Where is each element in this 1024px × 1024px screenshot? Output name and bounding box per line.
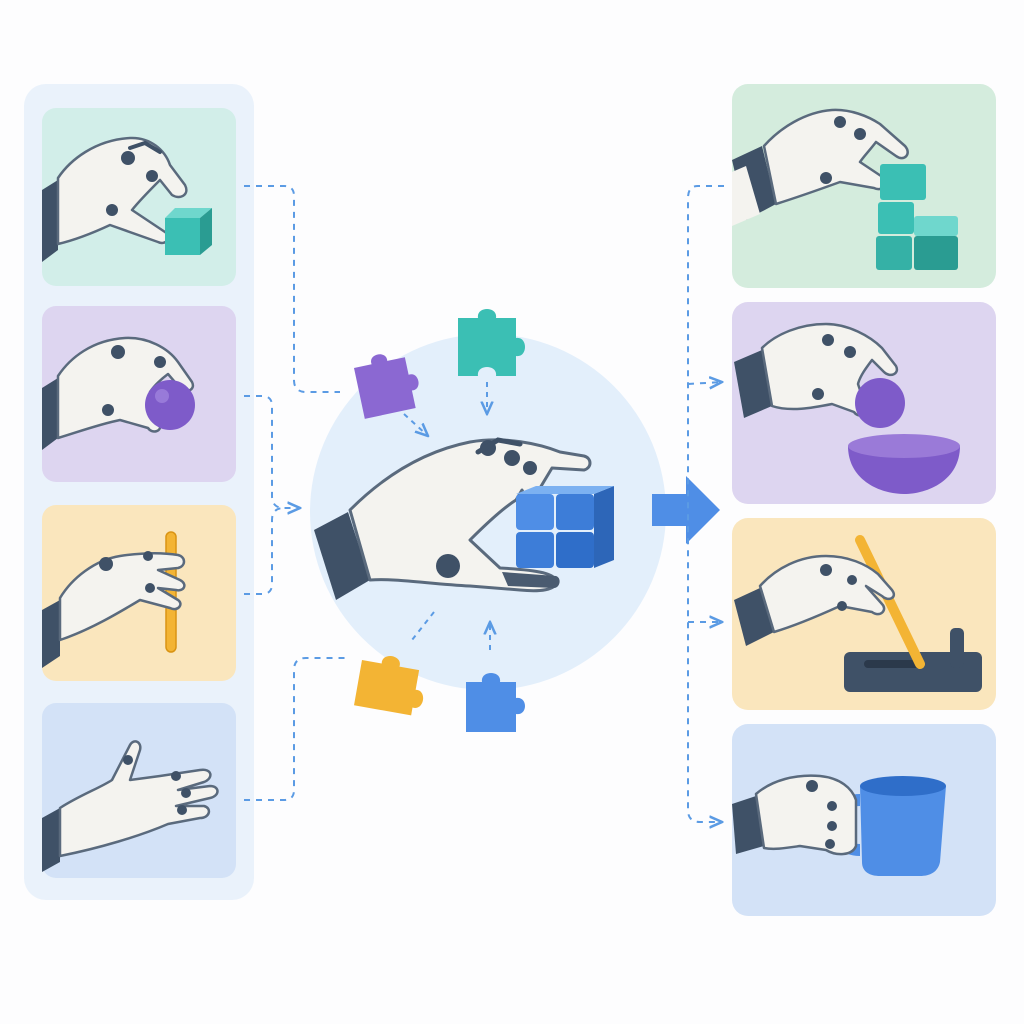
task-panel-stack-cubes xyxy=(732,84,996,288)
robot-hand-ball-into-bowl-icon xyxy=(734,322,960,494)
purple-ball-icon xyxy=(855,378,905,428)
hub-arrows xyxy=(403,382,490,650)
teal-puzzle-piece-icon xyxy=(458,309,525,376)
task-panel-ball-into-bowl xyxy=(732,302,996,504)
yellow-puzzle-piece-icon xyxy=(354,656,424,716)
blue-block-grid-icon xyxy=(516,486,614,568)
task-panel-peg-insertion xyxy=(732,518,996,710)
purple-bowl-icon xyxy=(848,446,960,494)
teal-cube-icon xyxy=(165,208,212,255)
primitive-connectors xyxy=(244,185,350,801)
robot-hand-holding-blocks-icon xyxy=(314,437,614,600)
blue-puzzle-piece-icon xyxy=(466,673,525,732)
primitive-column-background xyxy=(24,84,254,900)
primitive-panel-pinch-cube xyxy=(42,108,236,286)
task-panel-hold-mug xyxy=(732,724,996,916)
primitive-panel-open-palm xyxy=(42,703,236,878)
task-connectors xyxy=(687,185,724,822)
robot-hand-open-palm-icon xyxy=(42,740,219,872)
robot-hand-pinch-cube-icon xyxy=(42,136,212,262)
yellow-rod-icon xyxy=(165,531,177,653)
robot-hand-peg-insertion-icon xyxy=(734,535,982,692)
purple-puzzle-piece-icon xyxy=(354,354,419,419)
teal-cube-stack-icon xyxy=(876,164,958,270)
output-arrow-icon xyxy=(652,476,720,544)
robot-hand-holding-mug-icon xyxy=(732,774,946,876)
robot-hand-grasp-ball-icon xyxy=(42,336,195,450)
purple-ball-icon xyxy=(145,380,195,430)
robot-hand-stacking-cubes-icon xyxy=(732,108,958,270)
yellow-peg-icon xyxy=(855,535,925,669)
primitive-panel-hold-rod xyxy=(42,505,236,681)
primitive-panel-grasp-ball xyxy=(42,306,236,482)
robot-hand-hold-rod-icon xyxy=(42,531,186,668)
